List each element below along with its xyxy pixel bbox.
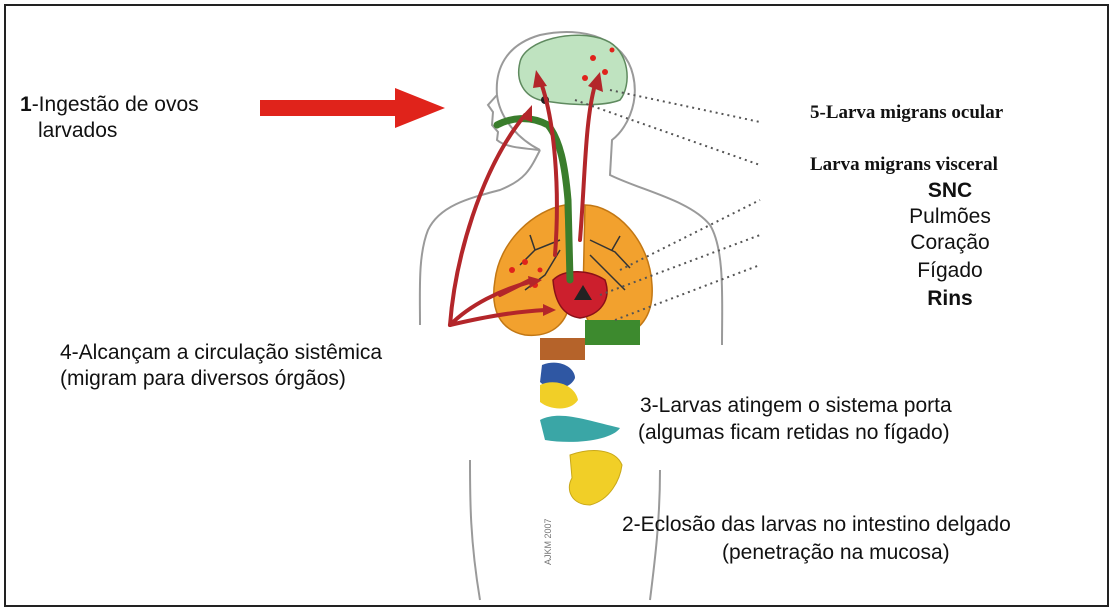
organ-coracao: Coração	[880, 230, 1020, 256]
step2-line2: (penetração na mucosa)	[722, 540, 950, 566]
step1-line1: -Ingestão de ovos	[32, 93, 199, 116]
watermark-text: AJKM 2007	[543, 518, 553, 565]
step3-line1: 3-Larvas atingem o sistema porta	[640, 393, 952, 419]
step5-label: 5-Larva migrans ocular	[810, 100, 1003, 126]
small-intestine-yellow-1	[540, 382, 578, 408]
step2-line1: 2-Eclosão das larvas no intestino delgad…	[622, 512, 1011, 538]
small-intestine-teal	[540, 416, 620, 442]
step3-line2: (algumas ficam retidas no fígado)	[638, 420, 950, 446]
stomach	[540, 338, 585, 360]
ingestion-arrow	[260, 88, 445, 128]
right-lung	[583, 205, 652, 335]
organ-pulmoes: Pulmões	[880, 204, 1020, 230]
organ-figado: Fígado	[880, 258, 1020, 284]
large-intestine-yellow	[569, 451, 622, 505]
step4-line1: 4-Alcançam a circulação sistêmica	[60, 340, 382, 366]
liver	[585, 320, 640, 345]
organ-snc: SNC	[880, 178, 1020, 204]
brain-shape	[519, 35, 627, 104]
step1-number: 1	[20, 93, 32, 116]
step1-label: 1-Ingestão de ovos	[20, 92, 199, 118]
step1-line2: larvados	[38, 118, 117, 144]
step4-line2: (migram para diversos órgãos)	[60, 366, 346, 392]
organ-rins: Rins	[880, 286, 1020, 312]
visceral-title: Larva migrans visceral	[810, 152, 998, 178]
